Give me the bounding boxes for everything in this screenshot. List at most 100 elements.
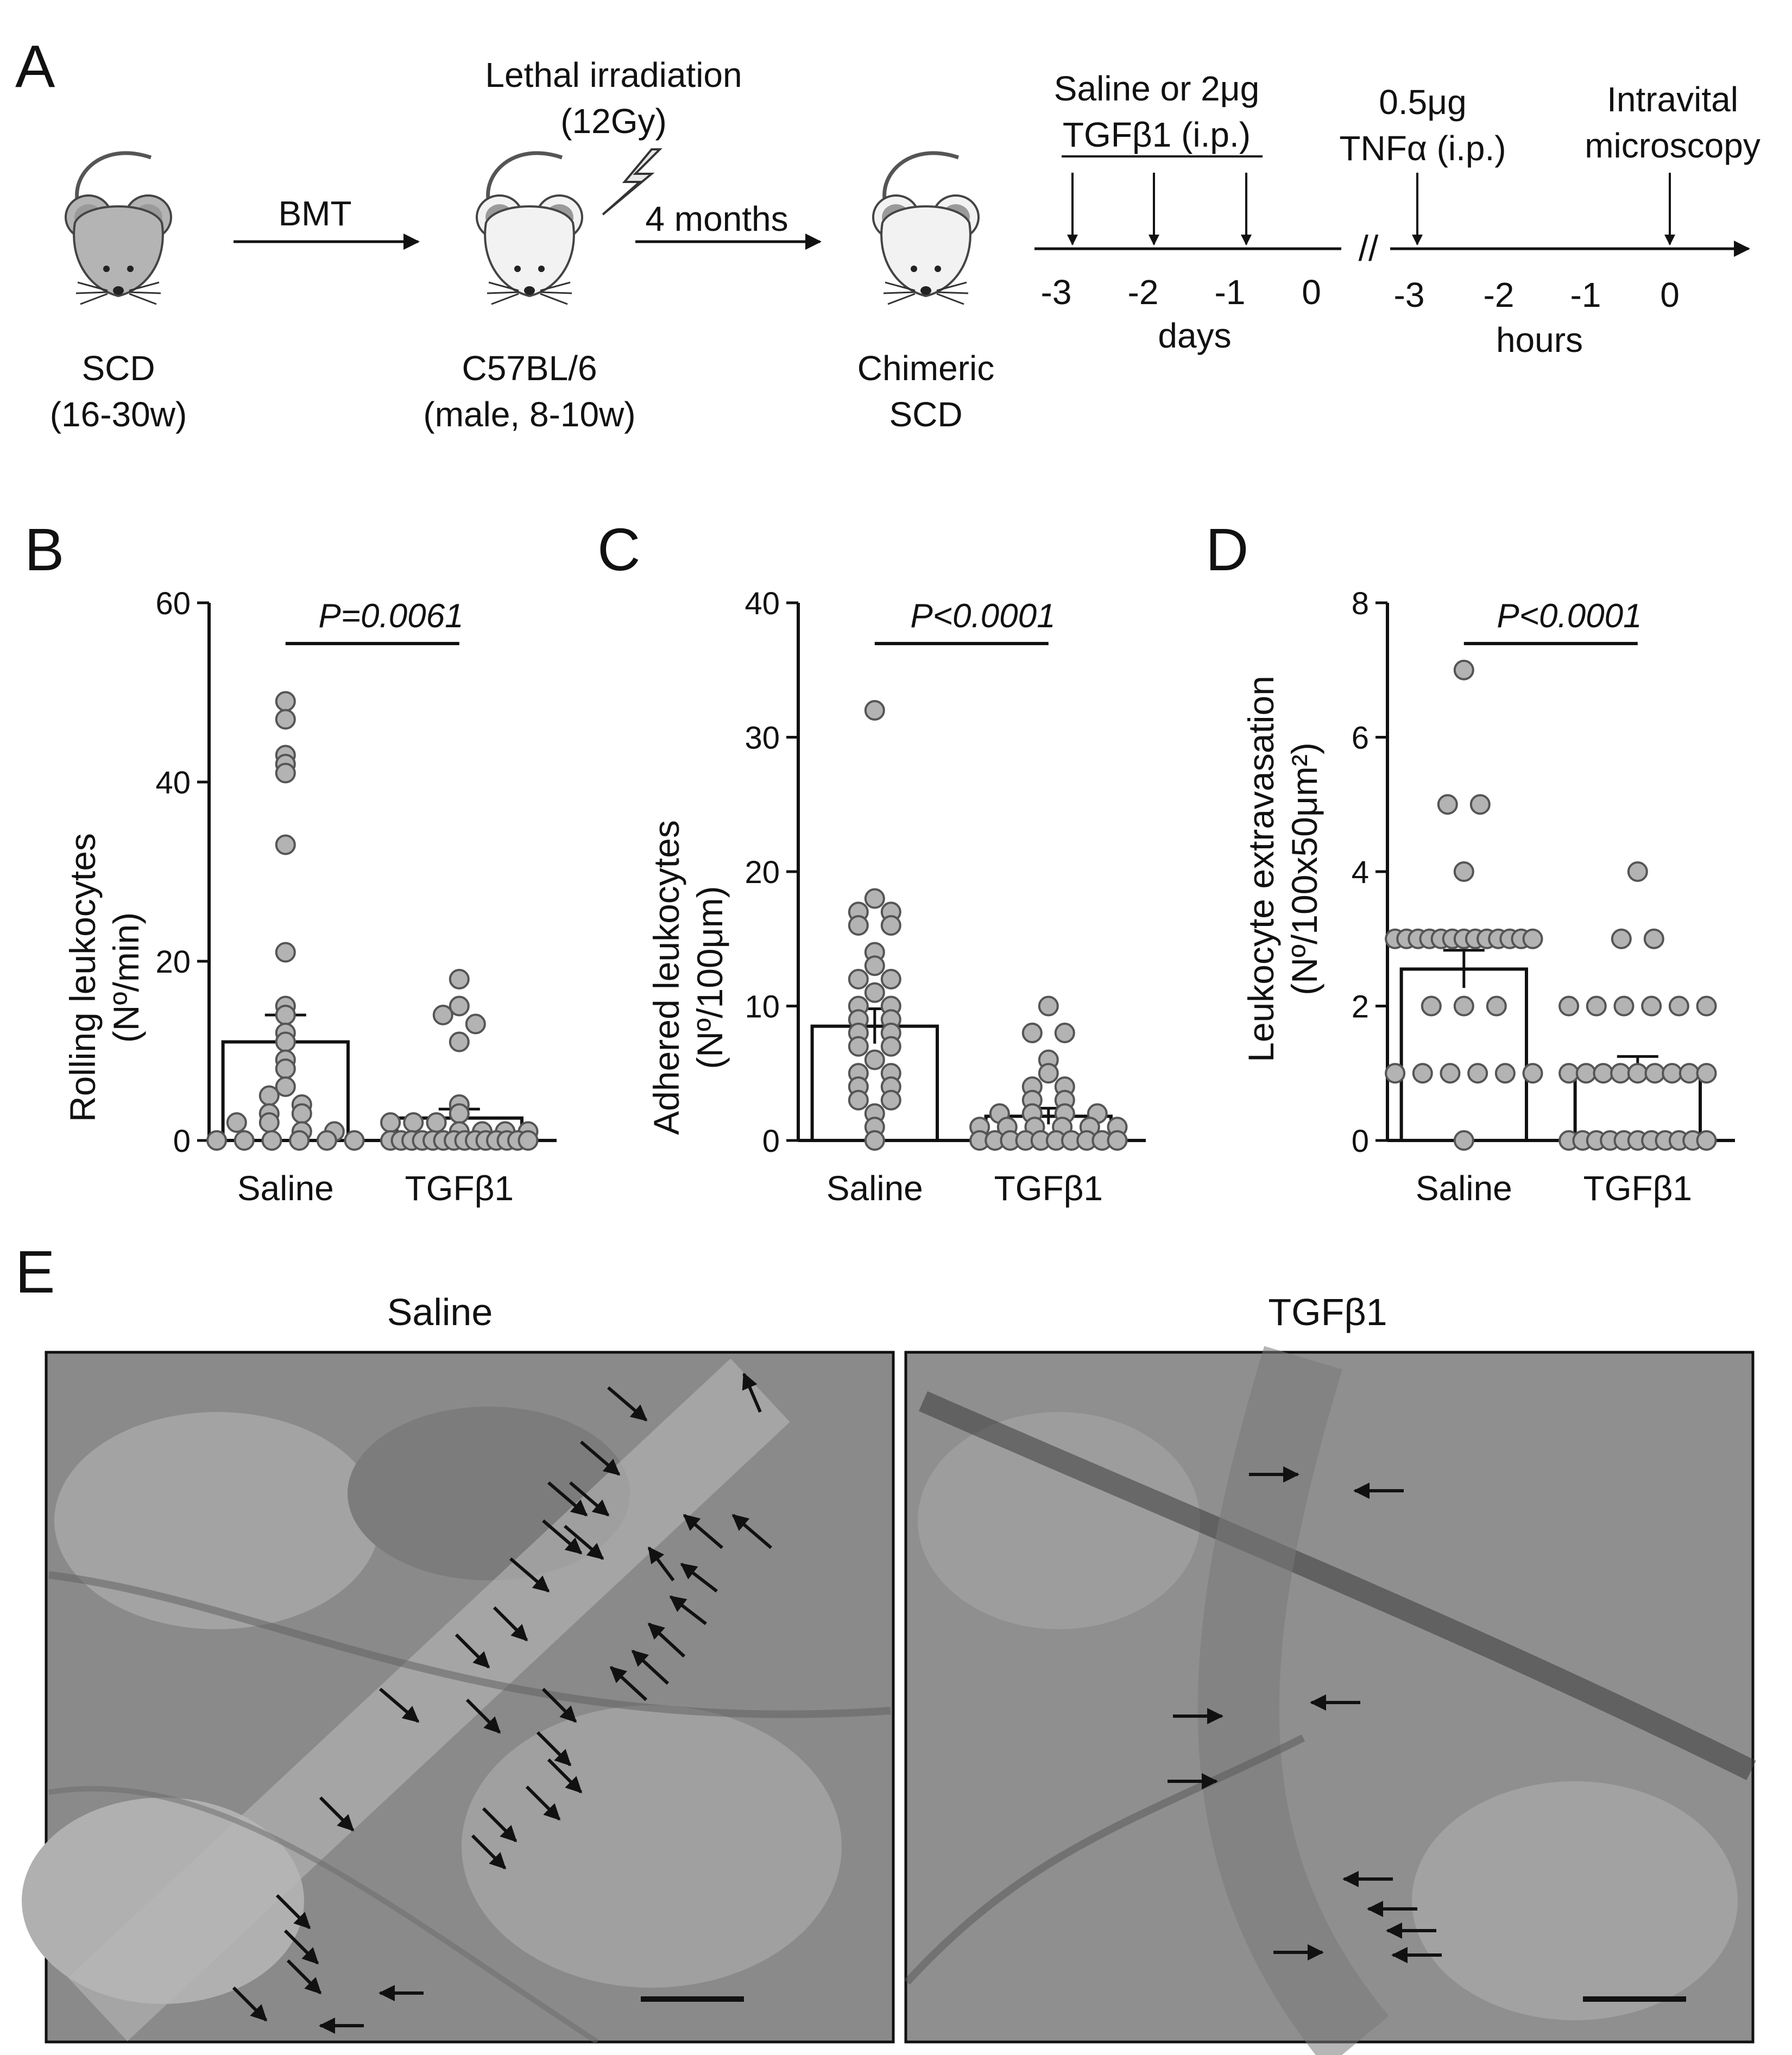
chart-b-data-point	[258, 1112, 280, 1133]
chart-b-data-point	[289, 1130, 310, 1151]
leukocyte-arrow	[547, 1758, 583, 1794]
leukocyte-arrow	[283, 1929, 319, 1965]
chart-c-data-point	[864, 982, 885, 1003]
chart-b-data-point	[449, 1103, 470, 1124]
chart-b-data-point	[234, 1130, 255, 1151]
chart-d-ytick-label: 8	[1352, 586, 1369, 621]
hour-tick-1: -3	[1394, 275, 1425, 314]
donor-label: SCD	[81, 349, 155, 388]
chart-b-data-point	[426, 1112, 447, 1133]
chart-d-data-point	[1696, 1130, 1717, 1151]
chart-b-data-point	[275, 1005, 296, 1025]
chart-b-data-point	[275, 1058, 296, 1079]
panel-letter-b: B	[24, 516, 64, 583]
hour-tick-2: -2	[1484, 275, 1515, 314]
chart-d-data-point	[1586, 995, 1607, 1017]
chart-d-data-point	[1613, 995, 1635, 1017]
chart-b-data-point	[449, 969, 470, 989]
leukocyte-arrow	[542, 1519, 583, 1555]
chart-b: B P=0.0061 Rolling leukocytes (Nº/min) S…	[24, 516, 557, 1208]
chart-d-data-point	[1440, 1063, 1461, 1084]
micrograph-saline	[22, 1351, 895, 2045]
chart-c-ytick-label: 0	[762, 1124, 780, 1159]
chart-d-data-point	[1385, 1063, 1406, 1084]
day-tick-1: -3	[1041, 273, 1072, 312]
chart-d-data-point	[1522, 1063, 1543, 1084]
chart-d-ylabel-line1: Leukocyte extravasation	[1241, 676, 1281, 1062]
leukocyte-arrow	[731, 1514, 772, 1549]
chart-d-data-point	[1558, 1063, 1580, 1084]
leukocyte-arrow	[286, 1959, 322, 1995]
chart-c-data-point	[1038, 1063, 1059, 1084]
leukocyte-arrow	[742, 1372, 762, 1413]
leukocyte-arrow	[547, 1481, 588, 1517]
chart-c-data-point	[848, 915, 869, 936]
chart-d-data-point	[1696, 1063, 1717, 1084]
chart-d-data-point	[1437, 794, 1458, 815]
leukocyte-arrow	[680, 1562, 718, 1593]
chart-c-data-point	[848, 1036, 869, 1057]
chart-b-data-point	[449, 995, 470, 1017]
chart-c-data-point	[880, 1036, 901, 1057]
chart-b-ylabel-line1: Rolling leukocytes	[62, 833, 103, 1122]
irradiation-label: Lethal irradiation	[485, 55, 742, 94]
chart-c-data-point	[1054, 1023, 1075, 1043]
chart-c-data-point	[1107, 1130, 1128, 1151]
chart-d: D P<0.0001 Leukocyte extravasation (Nº/1…	[1206, 516, 1735, 1208]
donor-age: (16-30w)	[50, 395, 187, 434]
leukocyte-arrow	[379, 1687, 420, 1723]
micrograph-title-tgfb1: TGFβ1	[1268, 1291, 1387, 1333]
chart-d-data-point	[1453, 995, 1474, 1017]
chart-c-data-point	[864, 888, 885, 909]
chart-b-data-point	[291, 1103, 312, 1124]
chart-c-annotation: P<0.0001	[910, 597, 1055, 635]
leukocyte-arrow	[669, 1595, 707, 1625]
leukocyte-arrow	[683, 1514, 723, 1549]
panel-e: E Saline TGFβ1	[15, 1239, 1756, 2055]
leukocyte-arrow	[580, 1440, 621, 1476]
chart-d-data-point	[1421, 995, 1442, 1017]
tnf-line2: TNFα (i.p.)	[1339, 129, 1506, 168]
chart-c-data-point	[848, 969, 869, 989]
chart-c: C P<0.0001 Adhered leukocytes (Nº/100μm)…	[597, 516, 1146, 1208]
donor-mouse-icon	[66, 153, 171, 304]
hour-tick-3: -1	[1570, 275, 1601, 314]
leukocyte-arrow	[482, 1807, 518, 1843]
leukocyte-arrow	[465, 1698, 501, 1734]
chart-d-data-point	[1610, 1063, 1631, 1084]
leukocyte-arrow	[541, 1687, 577, 1723]
hour-tick-4: 0	[1660, 275, 1680, 314]
panel-letter-d: D	[1206, 516, 1248, 583]
chart-c-ytick-label: 30	[744, 721, 780, 756]
leukocyte-arrow	[455, 1633, 490, 1669]
wait-label: 4 months	[645, 199, 788, 238]
chart-b-ytick-label: 60	[155, 586, 191, 621]
leukocyte-arrow	[275, 1894, 311, 1930]
chart-d-data-point	[1558, 995, 1580, 1017]
leukocyte-arrow	[493, 1606, 528, 1642]
chimeric-sub: SCD	[889, 395, 962, 434]
chart-d-annotation: P<0.0001	[1497, 597, 1642, 635]
chart-d-xtick-0: Saline	[1416, 1169, 1512, 1208]
leukocyte-arrow	[647, 1622, 686, 1658]
chart-b-data-point	[316, 1130, 337, 1151]
chart-d-data-point	[1641, 995, 1662, 1017]
chart-d-data-point	[1593, 1063, 1614, 1084]
chart-d-data-point	[1467, 1063, 1488, 1084]
chart-d-data-point	[1575, 1063, 1597, 1084]
leukocyte-arrows-tgfb1	[1168, 1466, 1442, 1963]
chart-b-data-point	[258, 1085, 280, 1106]
chart-d-data-point	[1611, 928, 1632, 949]
chart-d-ytick-label: 4	[1352, 855, 1369, 890]
chart-b-data-point	[275, 1031, 296, 1052]
ivm-line1: Intravital	[1607, 80, 1738, 119]
days-label: days	[1158, 316, 1231, 355]
chart-c-data-point	[864, 1130, 885, 1151]
chart-d-data-point	[1522, 928, 1543, 949]
chart-c-xtick-1: TGFβ1	[994, 1169, 1103, 1208]
chart-b-data-point	[344, 1130, 365, 1151]
chart-d-data-point	[1668, 995, 1689, 1017]
